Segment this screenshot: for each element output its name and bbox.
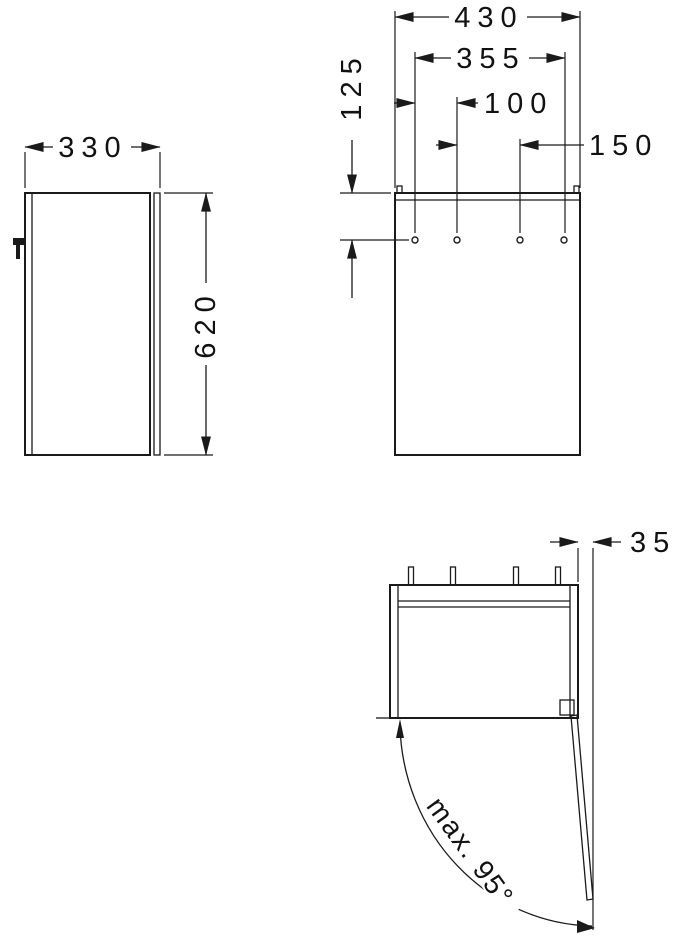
top-view: 35 max. 95° [376,527,676,933]
side-view-handle [13,238,25,259]
front-view: 430 355 100 150 125 [336,2,658,456]
top-view-cabinet-outline [389,584,579,719]
door-hinge [559,699,575,716]
dimension-depth: 330 [24,132,161,188]
arc-arrowhead-up [396,719,404,738]
hole-span-dimension-label: 355 [456,43,525,75]
label-background [451,43,529,73]
wall-bracket [554,566,562,586]
overall-width-dimension-label: 430 [454,2,523,34]
dimension-height: 620 [164,192,222,456]
wall-bracket-tab [396,185,403,194]
label-background [449,2,527,32]
door-angle-label: max. 95° [421,791,521,912]
side-view-wall-rail [153,192,161,456]
open-door-leaf [570,714,594,901]
mounting-hole [453,236,461,244]
wall-bracket-tab [573,185,580,194]
side-view-cabinet-outline [24,192,151,456]
wall-bracket [512,566,520,586]
mounting-hole [560,236,568,244]
label-background [192,283,220,365]
side-view: 330 620 [13,132,222,456]
wall-bracket [407,566,415,586]
dimension-hole-span: 355 [414,43,566,233]
mounting-hole [411,236,419,244]
arc-arrowhead-end [577,920,595,933]
dimension-hole-gap-right: 150 [436,130,658,233]
hole-top-offset-dimension-label: 125 [336,51,368,120]
depth-dimension-label: 330 [58,132,127,164]
dimension-overall-width: 430 [394,2,581,188]
front-view-cabinet-outline [394,192,581,456]
hole-gap-left-dimension-label: 100 [484,88,553,120]
dimension-door-projection: 35 [550,527,676,930]
dimension-hole-top-offset: 125 [336,51,409,298]
door-angle-label-group: max. 95° [417,777,533,920]
dimension-hole-gap-left: 100 [394,88,553,233]
label-background [53,132,131,162]
wall-bracket [449,566,457,586]
door-swing-indicator: max. 95° [396,719,595,933]
mounting-hole [516,236,524,244]
height-dimension-label: 620 [190,289,222,358]
hole-gap-right-dimension-label: 150 [589,130,658,162]
label-background [417,777,533,920]
door-projection-dimension-label: 35 [630,527,676,559]
door-swing-arc [399,726,593,927]
